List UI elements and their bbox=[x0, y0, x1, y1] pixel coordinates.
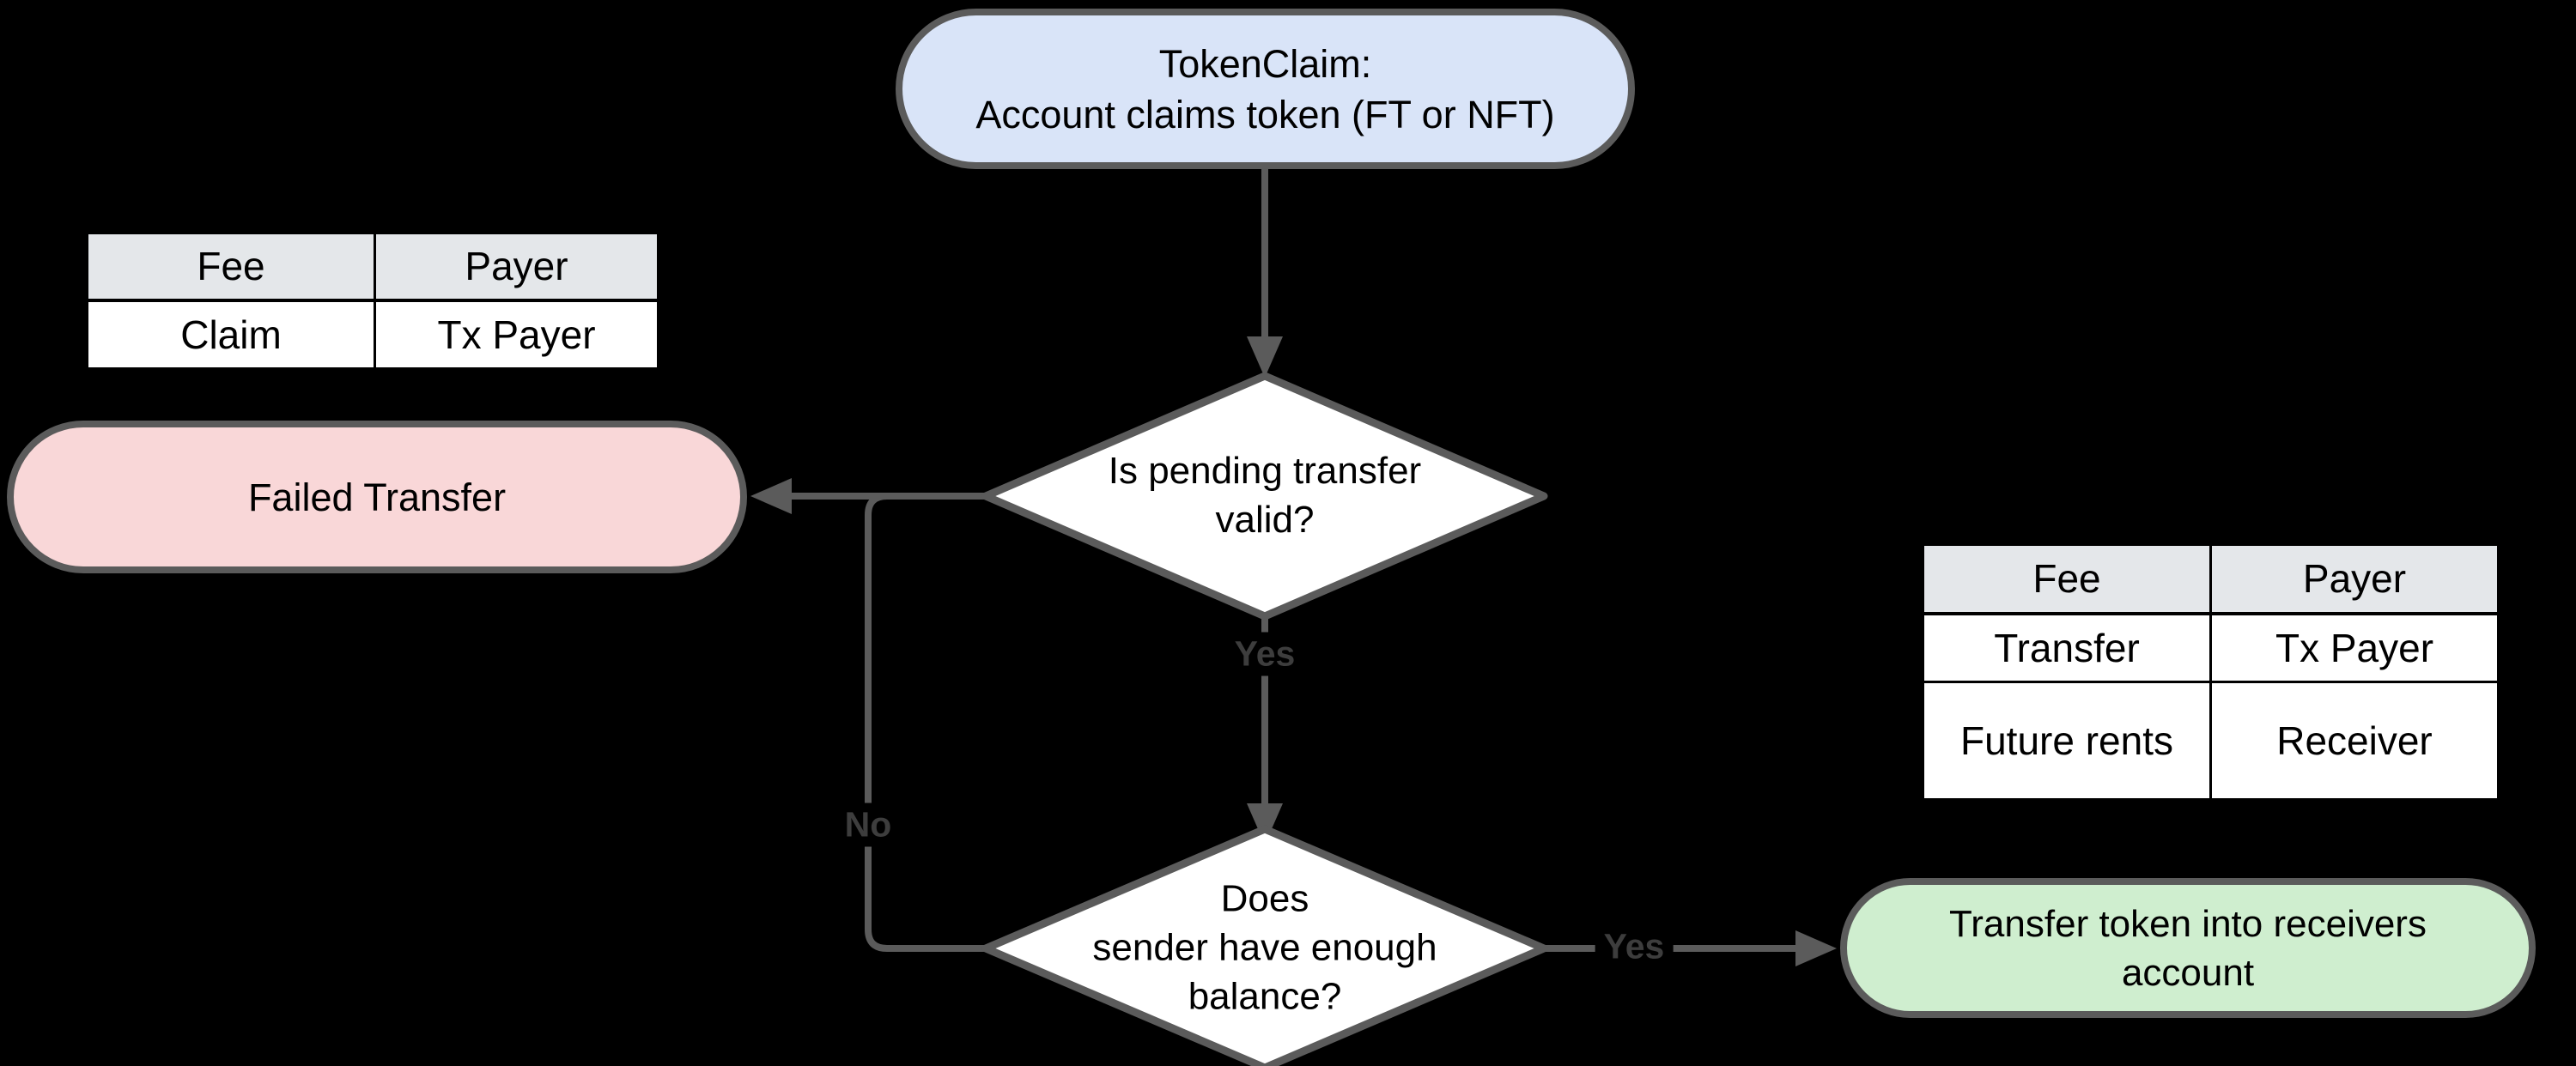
transfer-table-cell-fee-2: Future rents bbox=[1922, 681, 2212, 801]
decision1-diamond bbox=[981, 372, 1548, 621]
arrowhead-down-icon bbox=[1247, 803, 1283, 845]
table-row: Claim Tx Payer bbox=[86, 299, 659, 370]
transfer-fee-table: Fee Payer Transfer Tx Payer Future rents… bbox=[1922, 543, 2500, 801]
edge-label-yes-1: Yes bbox=[1225, 632, 1304, 676]
transfer-table-header-fee: Fee bbox=[1922, 543, 2212, 615]
transfer-table-cell-payer-1: Tx Payer bbox=[2209, 612, 2500, 683]
table-header-row: Fee Payer bbox=[1922, 543, 2500, 615]
success-node-line1: Transfer token into receivers bbox=[1949, 902, 2427, 945]
start-node-line1: TokenClaim: bbox=[1158, 41, 1372, 86]
table-row: Transfer Tx Payer bbox=[1922, 612, 2500, 683]
claim-fee-table: Fee Payer Claim Tx Payer bbox=[86, 232, 659, 370]
claim-table-cell-fee: Claim bbox=[86, 299, 376, 370]
arrowhead-right-icon bbox=[1795, 930, 1837, 966]
decision2-enough-balance-text: Does sender have enough balance? bbox=[999, 875, 1531, 1021]
table-header-row: Fee Payer bbox=[86, 232, 659, 301]
failed-transfer-node: Failed Transfer bbox=[7, 421, 747, 573]
decision1-line2: valid? bbox=[1215, 499, 1315, 541]
start-node-token-claim: TokenClaim: Account claims token (FT or … bbox=[896, 9, 1635, 169]
edge-label-no: No bbox=[835, 803, 901, 847]
start-node-line2: Account claims token (FT or NFT) bbox=[975, 92, 1555, 136]
arrowhead-left-icon bbox=[750, 478, 792, 514]
claim-table-header-payer: Payer bbox=[374, 232, 659, 301]
transfer-table-cell-payer-2: Receiver bbox=[2209, 681, 2500, 801]
edge-decision2-no-branch bbox=[865, 493, 986, 952]
arrowhead-down-icon bbox=[1247, 336, 1283, 378]
decision2-diamond bbox=[981, 825, 1548, 1066]
decision1-pending-valid-text: Is pending transfer valid? bbox=[999, 446, 1531, 544]
transfer-table-cell-fee-1: Transfer bbox=[1922, 612, 2212, 683]
table-row: Future rents Receiver bbox=[1922, 681, 2500, 801]
edge-label-yes-2: Yes bbox=[1595, 924, 1674, 969]
success-node-line2: account bbox=[2121, 951, 2255, 994]
failed-transfer-label: Failed Transfer bbox=[247, 475, 507, 519]
claim-table-cell-payer: Tx Payer bbox=[374, 299, 659, 370]
transfer-table-header-payer: Payer bbox=[2209, 543, 2500, 615]
transfer-success-node: Transfer token into receivers account bbox=[1840, 878, 2536, 1018]
decision2-line2: sender have enough bbox=[1092, 926, 1437, 969]
decision2-line3: balance? bbox=[1188, 975, 1342, 1018]
decision1-line1: Is pending transfer bbox=[1108, 450, 1422, 492]
decision2-line1: Does bbox=[1220, 877, 1309, 920]
claim-table-header-fee: Fee bbox=[86, 232, 376, 301]
